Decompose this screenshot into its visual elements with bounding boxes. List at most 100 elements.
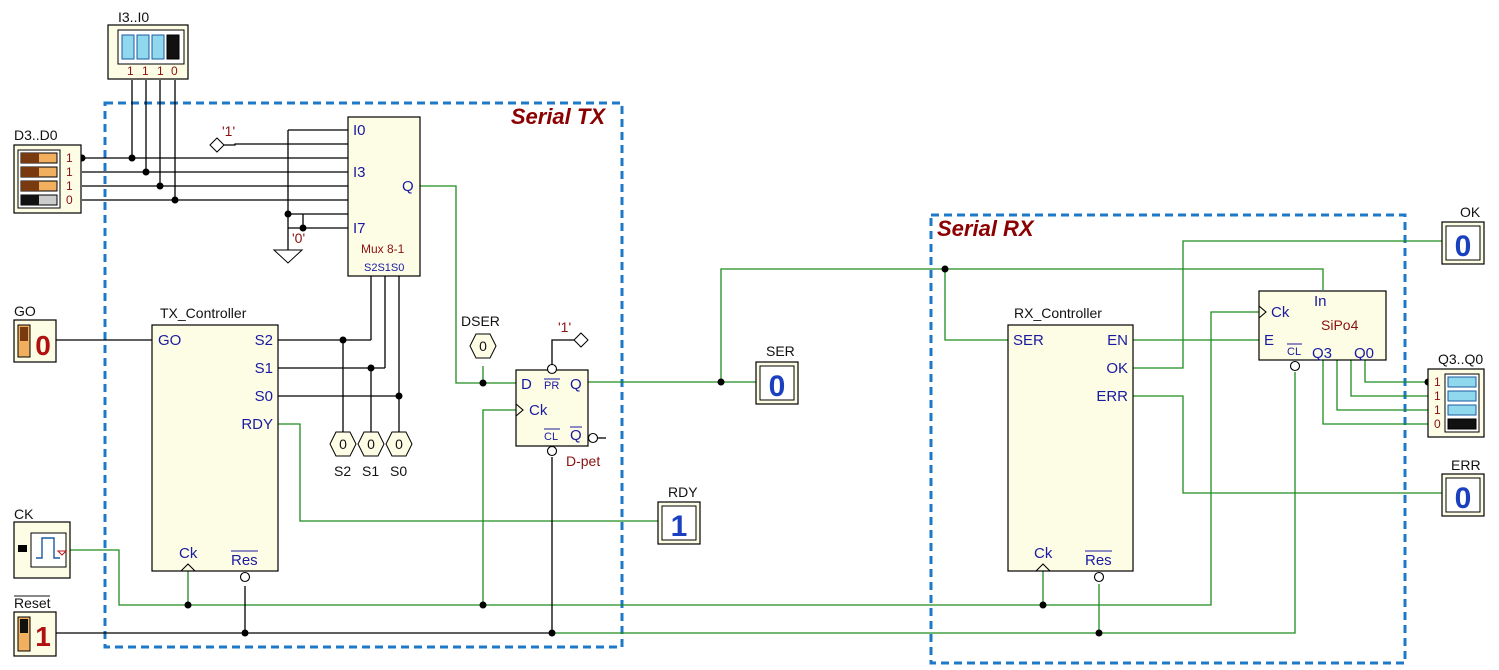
probe-s0-value: 0 bbox=[395, 436, 403, 452]
d3-d0-label: D3..D0 bbox=[14, 127, 58, 143]
probe-dser: DSER 0 bbox=[461, 313, 500, 359]
probe-s2-name: S2 bbox=[334, 463, 351, 479]
sipo-pin-q3: Q3 bbox=[1312, 345, 1332, 362]
probe-s1: 0 S1 bbox=[357, 431, 385, 479]
rdy-display-name: RDY bbox=[668, 484, 698, 500]
serial-rx-title: Serial RX bbox=[937, 216, 1035, 241]
sipo4-shift-register-block[interactable]: Ck In SiPo4 E CL Q3 Q0 bbox=[1258, 290, 1387, 372]
tx-pin-ck: Ck bbox=[179, 545, 198, 562]
probe-s0: 0 S0 bbox=[385, 431, 413, 479]
probe-s1-name: S1 bbox=[362, 463, 379, 479]
ser-display-value: 0 bbox=[769, 370, 786, 403]
ok-display-value: 0 bbox=[1455, 230, 1472, 263]
rx-pin-en: EN bbox=[1107, 332, 1128, 349]
rx-pin-err: ERR bbox=[1096, 388, 1128, 405]
d-flip-flop-block[interactable]: D PR Q Ck CL Q D-pet bbox=[515, 363, 600, 470]
d0-bit: 0 bbox=[66, 193, 73, 207]
ser-display-name: SER bbox=[766, 343, 795, 359]
i0-bit: 0 bbox=[171, 64, 178, 78]
tx-controller-name: TX_Controller bbox=[160, 305, 247, 321]
q3-q0-display-name: Q3..Q0 bbox=[1438, 351, 1483, 367]
mux-pin-i3: I3 bbox=[353, 164, 366, 181]
dff-pin-d: D bbox=[521, 376, 532, 393]
sipo-pin-cl: CL bbox=[1287, 346, 1301, 358]
i3-i0-dip-switch[interactable]: I3..I0 1 1 1 0 bbox=[107, 9, 189, 80]
rx-pin-res: Res bbox=[1085, 552, 1112, 569]
err-display: ERR 0 bbox=[1441, 457, 1485, 517]
q3-bit: 1 bbox=[1434, 375, 1441, 389]
rdy-display: RDY 1 bbox=[657, 484, 701, 545]
ck-label: CK bbox=[14, 506, 34, 522]
mux-pin-i7: I7 bbox=[353, 220, 366, 237]
wires bbox=[56, 80, 1442, 634]
serial-tx-title: Serial TX bbox=[511, 104, 606, 129]
sipo-pin-e: E bbox=[1264, 332, 1274, 349]
ok-display-name: OK bbox=[1460, 204, 1481, 220]
err-display-name: ERR bbox=[1451, 457, 1481, 473]
probe-s2-value: 0 bbox=[339, 436, 347, 452]
dff-pin-ck: Ck bbox=[529, 402, 548, 419]
rx-pin-ser: SER bbox=[1013, 332, 1044, 349]
serial-rx-region bbox=[929, 213, 1407, 665]
q2-bit: 1 bbox=[1434, 389, 1441, 403]
constant-one-b: '1' bbox=[558, 319, 589, 348]
sipo-pin-q0: Q0 bbox=[1354, 345, 1374, 362]
d1-bit: 1 bbox=[66, 179, 73, 193]
tx-pin-s1: S1 bbox=[255, 360, 273, 377]
q1-bit: 1 bbox=[1434, 403, 1441, 417]
mux-name: Mux 8-1 bbox=[361, 242, 405, 256]
sipo-pin-in: In bbox=[1314, 293, 1327, 310]
go-label: GO bbox=[14, 303, 36, 319]
dff-pin-qn: Q bbox=[570, 427, 582, 444]
serial-tx-region bbox=[103, 101, 624, 649]
mux-pin-i0: I0 bbox=[353, 122, 366, 139]
dff-pin-cl: CL bbox=[544, 431, 558, 443]
reset-switch[interactable]: Reset 1 bbox=[13, 595, 57, 657]
rx-pin-ck: Ck bbox=[1034, 545, 1053, 562]
const-zero-label: '0' bbox=[292, 230, 305, 246]
sipo-pin-ck: Ck bbox=[1271, 304, 1290, 321]
i1-bit: 1 bbox=[157, 64, 164, 78]
q0-bit: 0 bbox=[1434, 417, 1441, 431]
tx-pin-s0: S0 bbox=[255, 388, 273, 405]
dff-name: D-pet bbox=[566, 453, 600, 469]
reset-value: 1 bbox=[35, 621, 51, 652]
ck-clock-source[interactable]: CK bbox=[13, 506, 71, 579]
rx-pin-ok: OK bbox=[1106, 360, 1128, 377]
tx-pin-rdy: RDY bbox=[241, 416, 273, 433]
constant-zero-ground: '0' bbox=[272, 230, 305, 264]
const-one-a-label: '1' bbox=[222, 123, 235, 139]
mux-8-1-block[interactable]: I0 I3 I7 Q Mux 8-1 S2S1S0 bbox=[347, 116, 421, 277]
sipo-name: SiPo4 bbox=[1321, 317, 1359, 333]
go-switch[interactable]: GO 0 bbox=[13, 303, 57, 363]
constant-one-a: '1' bbox=[209, 123, 235, 153]
junctions bbox=[78, 154, 1432, 637]
i3-bit: 1 bbox=[127, 64, 134, 78]
i2-bit: 1 bbox=[142, 64, 149, 78]
d3-d0-dip-switch[interactable]: D3..D0 1 1 1 0 bbox=[13, 127, 82, 214]
d2-bit: 1 bbox=[66, 165, 73, 179]
d3-bit: 1 bbox=[66, 151, 73, 165]
ok-display: OK 0 bbox=[1441, 204, 1485, 265]
const-one-b-label: '1' bbox=[558, 319, 571, 335]
tx-pin-res: Res bbox=[231, 552, 258, 569]
i3-i0-label: I3..I0 bbox=[118, 9, 149, 25]
q3-q0-display: Q3..Q0 1 1 1 0 bbox=[1427, 351, 1485, 438]
probe-s2: 0 S2 bbox=[329, 431, 357, 479]
dff-pin-q: Q bbox=[570, 376, 582, 393]
rx-controller-name: RX_Controller bbox=[1014, 305, 1102, 321]
mux-pin-q: Q bbox=[402, 178, 414, 195]
mux-sel-pins: S2S1S0 bbox=[364, 262, 404, 274]
ser-display: SER 0 bbox=[755, 343, 799, 405]
tx-pin-s2: S2 bbox=[255, 332, 273, 349]
err-display-value: 0 bbox=[1455, 482, 1472, 515]
reset-label: Reset bbox=[14, 595, 51, 611]
tx-controller-block[interactable]: TX_Controller GO S2 S1 S0 RDY Ck Res bbox=[151, 305, 279, 583]
probe-s1-value: 0 bbox=[367, 436, 375, 452]
probe-dser-value: 0 bbox=[479, 338, 487, 354]
probe-s0-name: S0 bbox=[390, 463, 407, 479]
tx-pin-go: GO bbox=[158, 332, 181, 349]
go-value: 0 bbox=[35, 330, 51, 361]
rx-controller-block[interactable]: RX_Controller SER EN OK ERR Ck Res bbox=[1007, 305, 1134, 583]
